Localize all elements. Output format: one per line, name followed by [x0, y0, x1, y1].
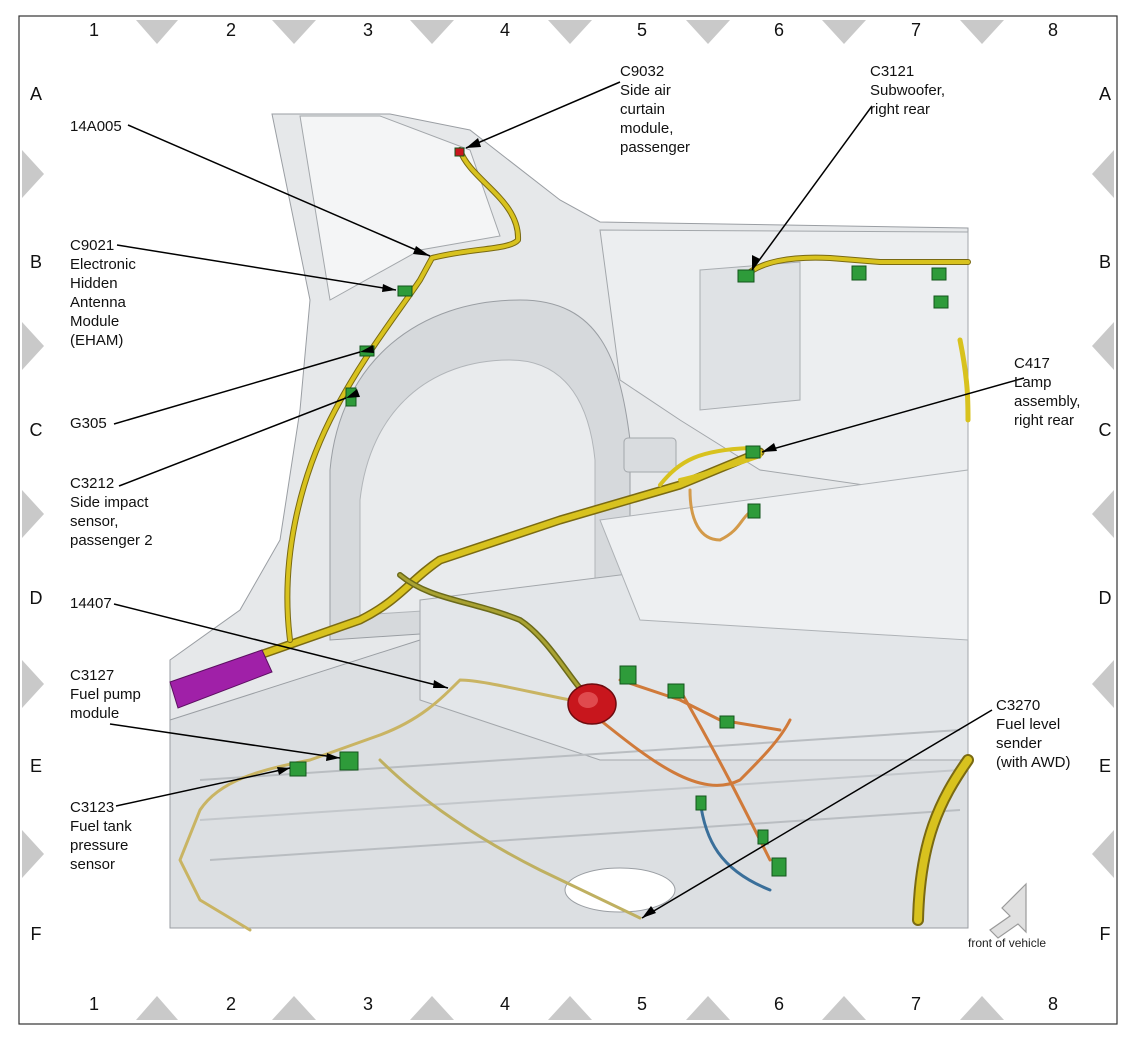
callout-c3270: C3270 Fuel level sender (with AWD): [996, 697, 1071, 771]
grid-row-right-A: A: [1098, 84, 1111, 104]
front-of-vehicle-label: front of vehicle: [968, 936, 1047, 950]
purple-clip: [169, 649, 273, 709]
grid-col-top-6: 6: [773, 20, 784, 40]
grid-col-bottom-4: 4: [499, 994, 510, 1014]
fuel-grommet: [567, 683, 617, 725]
grid-diamonds: [22, 20, 1114, 1020]
callout-c3212: C3212 Side impact sensor, passenger 2: [70, 475, 153, 549]
callout-c417: C417 Lamp assembly, right rear: [1014, 355, 1081, 429]
front-of-vehicle-arrow: [989, 882, 1027, 939]
grid-row-right-F: F: [1099, 924, 1111, 944]
grid-col-bottom-2: 2: [225, 994, 236, 1014]
grid-row-left-E: E: [29, 756, 42, 776]
grid-col-bottom-5: 5: [636, 994, 647, 1014]
grid-col-top-3: 3: [362, 20, 373, 40]
grid-row-left-F: F: [30, 924, 42, 944]
grid-row-left-D: D: [29, 588, 43, 608]
leader-lines: [109, 81, 1025, 919]
grid-row-right-C: C: [1098, 420, 1112, 440]
grid-row-left-A: A: [29, 84, 42, 104]
grid-col-bottom-6: 6: [773, 994, 784, 1014]
grid-row-left-B: B: [29, 252, 42, 272]
grid-col-top-2: 2: [225, 20, 236, 40]
leader-arrowheads: [277, 138, 777, 918]
callout-c3127: C3127 Fuel pump module: [70, 667, 141, 722]
grid-col-top-5: 5: [636, 20, 647, 40]
grid-col-top-8: 8: [1047, 20, 1058, 40]
grid-row-right-B: B: [1098, 252, 1111, 272]
grid-row-left-C: C: [29, 420, 43, 440]
grid-col-bottom-8: 8: [1047, 994, 1058, 1014]
grid-col-bottom-7: 7: [910, 994, 921, 1014]
callout-c9021: C9021 Electronic Hidden Antenna Module (…: [70, 237, 136, 349]
grid-col-top-1: 1: [88, 20, 99, 40]
callout-14407: 14407: [70, 595, 112, 612]
grid-row-right-D: D: [1098, 588, 1112, 608]
grid-col-bottom-3: 3: [362, 994, 373, 1014]
grid-col-bottom-1: 1: [88, 994, 99, 1014]
callout-14a005: 14A005: [70, 118, 122, 135]
grid-row-right-E: E: [1098, 756, 1111, 776]
callout-c9032: C9032 Side air curtain module, passenger: [620, 63, 691, 156]
callout-c3123: C3123 Fuel tank pressure sensor: [70, 799, 132, 873]
callout-c3121: C3121 Subwoofer, right rear: [870, 63, 946, 118]
grid-col-top-4: 4: [499, 20, 510, 40]
grid-col-top-7: 7: [910, 20, 921, 40]
callout-g305: G305: [70, 415, 107, 432]
